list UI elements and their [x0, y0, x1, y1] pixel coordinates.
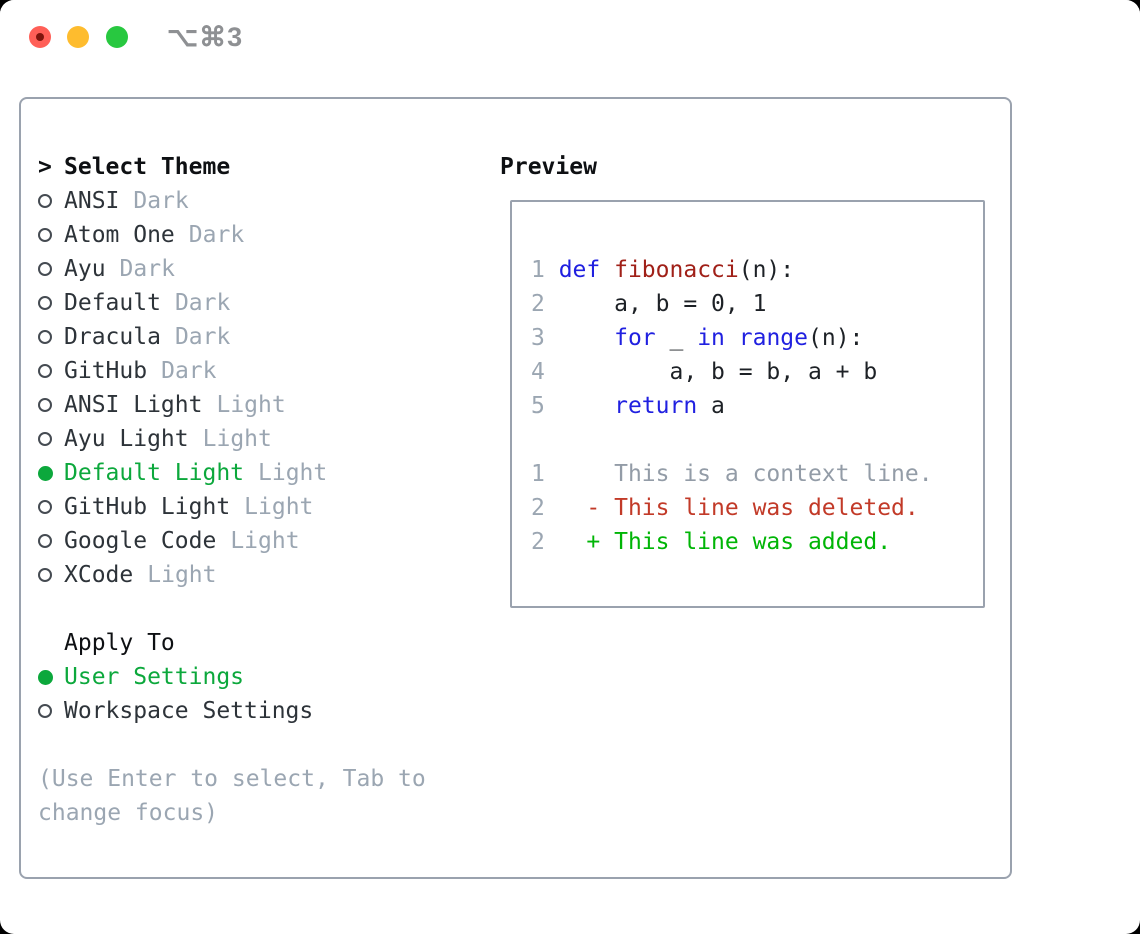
theme-item-name: XCode: [64, 562, 134, 588]
radio-circle-icon: [38, 228, 52, 242]
theme-item-name: Default Light: [64, 460, 245, 486]
radio-marker: [38, 704, 64, 718]
theme-item-variant: Light: [230, 528, 300, 554]
radio-circle-icon: [38, 500, 52, 514]
theme-item-variant: Light: [244, 494, 314, 520]
apply-option-user-settings[interactable]: User Settings: [38, 660, 483, 694]
theme-item-variant: Dark: [174, 324, 231, 350]
minimize-button[interactable]: [67, 26, 89, 48]
radio-marker: [38, 432, 64, 446]
theme-item-variant: Light: [216, 392, 286, 418]
theme-item-ansi-light[interactable]: ANSI Light Light: [38, 388, 483, 422]
radio-marker: [38, 330, 64, 344]
theme-item-name: Ayu Light: [64, 426, 189, 452]
theme-item-variant: Dark: [119, 256, 175, 282]
radio-circle-icon: [38, 398, 52, 412]
radio-circle-icon: [38, 534, 52, 548]
code-line: 2 - This line was deleted.: [531, 495, 919, 521]
theme-picker: > Select Theme ANSI Dark Atom One Dark A…: [38, 150, 483, 830]
radio-circle-icon: [38, 364, 52, 378]
theme-item-ansi[interactable]: ANSI Dark: [38, 184, 483, 218]
radio-marker: [38, 262, 64, 276]
theme-item-ayu-light[interactable]: Ayu Light Light: [38, 422, 483, 456]
code-line: 4 a, b = b, a + b: [531, 359, 878, 385]
apply-option-name: User Settings: [64, 664, 245, 690]
code-line: 5 return a: [531, 393, 725, 419]
radio-marker: [38, 194, 64, 208]
theme-list-header: > Select Theme: [38, 150, 483, 184]
code-line: 3 for _ in range(n):: [531, 325, 864, 351]
theme-item-variant: Dark: [133, 188, 189, 214]
apply-to-list: User Settings Workspace Settings: [38, 660, 483, 728]
theme-item-variant: Light: [258, 460, 328, 486]
theme-item-dracula[interactable]: Dracula Dark: [38, 320, 483, 354]
window-title: ⌥⌘3: [167, 22, 244, 52]
radio-circle-icon: [38, 296, 52, 310]
radio-marker: [38, 500, 64, 514]
radio-marker: [38, 296, 64, 310]
radio-circle-icon: [38, 330, 52, 344]
code-line: 1 This is a context line.: [531, 461, 933, 487]
cursor-marker: >: [38, 154, 64, 180]
code-line: [531, 423, 983, 457]
theme-item-name: GitHub: [64, 358, 148, 384]
radio-marker: [38, 568, 64, 582]
apply-option-name: Workspace Settings: [64, 698, 314, 724]
help-text: (Use Enter to select, Tab to change focu…: [38, 766, 426, 826]
radio-marker: [38, 669, 64, 685]
theme-item-name: Google Code: [64, 528, 217, 554]
radio-circle-icon: [38, 432, 52, 446]
code-line: 1 def fibonacci(n):: [531, 257, 795, 283]
theme-item-name: Dracula: [64, 324, 161, 350]
radio-circle-icon: [38, 465, 53, 481]
theme-item-xcode[interactable]: XCode Light: [38, 558, 483, 592]
radio-circle-icon: [38, 194, 52, 208]
theme-item-atom-one[interactable]: Atom One Dark: [38, 218, 483, 252]
radio-marker: [38, 534, 64, 548]
radio-marker: [38, 228, 64, 242]
code-line: 2 a, b = 0, 1: [531, 291, 767, 317]
theme-item-variant: Light: [202, 426, 272, 452]
radio-marker: [38, 465, 64, 481]
preview-title: Preview: [500, 154, 597, 180]
radio-marker: [38, 364, 64, 378]
theme-item-variant: Dark: [188, 222, 245, 248]
radio-circle-icon: [38, 262, 52, 276]
code-line: 2 + This line was added.: [531, 529, 892, 555]
theme-item-variant: Dark: [174, 290, 231, 316]
theme-item-name: GitHub Light: [64, 494, 231, 520]
theme-item-name: Ayu: [64, 256, 106, 282]
theme-item-google-code[interactable]: Google Code Light: [38, 524, 483, 558]
theme-item-default[interactable]: Default Dark: [38, 286, 483, 320]
radio-circle-icon: [38, 704, 52, 718]
apply-to-section: Apply To User Settings Workspace Setting…: [38, 626, 483, 728]
theme-item-github[interactable]: GitHub Dark: [38, 354, 483, 388]
theme-item-ayu[interactable]: Ayu Dark: [38, 252, 483, 286]
title-bar: ⌥⌘3: [0, 0, 1140, 76]
zoom-button[interactable]: [106, 26, 128, 48]
theme-list: ANSI Dark Atom One Dark Ayu Dark Default…: [38, 184, 483, 592]
apply-option-workspace-settings[interactable]: Workspace Settings: [38, 694, 483, 728]
apply-to-header: Apply To: [38, 626, 483, 660]
theme-item-name: Default: [64, 290, 161, 316]
close-button[interactable]: [29, 26, 51, 48]
theme-list-title: Select Theme: [64, 154, 231, 180]
theme-item-name: ANSI Light: [64, 392, 203, 418]
preview-code-box: 1 def fibonacci(n): 2 a, b = 0, 1 3 for _ …: [510, 200, 985, 608]
theme-item-default-light[interactable]: Default Light Light: [38, 456, 483, 490]
radio-circle-icon: [38, 669, 53, 685]
unsaved-dot-icon: [36, 33, 44, 41]
theme-item-name: ANSI: [64, 188, 120, 214]
theme-item-name: Atom One: [64, 222, 175, 248]
theme-item-variant: Light: [147, 562, 217, 588]
radio-marker: [38, 398, 64, 412]
radio-circle-icon: [38, 568, 52, 582]
theme-item-github-light[interactable]: GitHub Light Light: [38, 490, 483, 524]
apply-to-title: Apply To: [64, 630, 175, 656]
cursor-icon: >: [38, 154, 52, 180]
theme-item-variant: Dark: [161, 358, 217, 384]
